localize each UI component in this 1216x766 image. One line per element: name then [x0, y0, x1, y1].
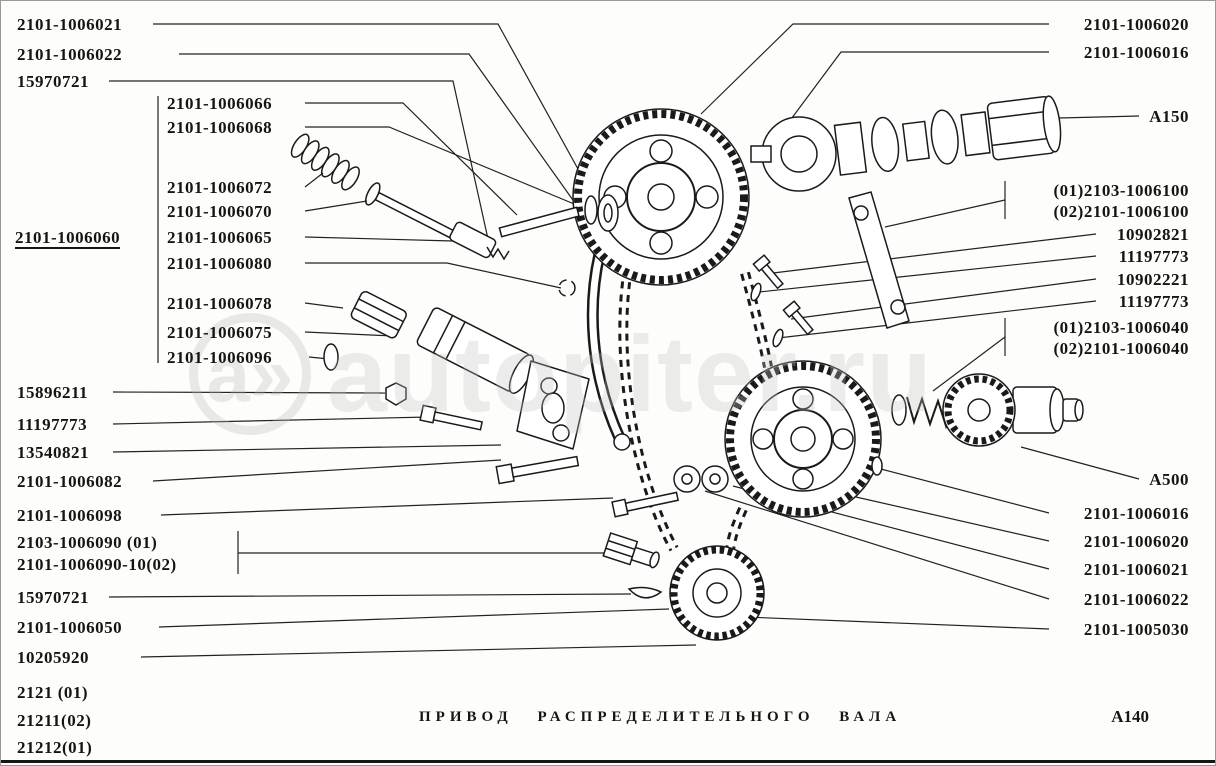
- part-label: 2101-1006022: [1083, 590, 1189, 609]
- diagram-drawing: [290, 95, 1084, 641]
- woodruff-key-drawing: [627, 586, 663, 599]
- part-label: 11197773: [1118, 292, 1189, 311]
- part-label: 2101-1006066: [167, 94, 273, 113]
- part-label: 2101-1006021: [1083, 560, 1189, 579]
- view-code-label: A500: [1149, 470, 1189, 489]
- part-label: 2103-1006090 (01): [17, 533, 158, 552]
- view-code-label: A150: [1149, 107, 1189, 126]
- washer-drawing: [584, 195, 598, 225]
- part-label: 2101-1006050: [17, 618, 123, 637]
- part-label: 2101-1006070: [167, 202, 273, 221]
- part-label-group: 2101-1006060: [15, 228, 121, 249]
- part-label: 2101-1006021: [17, 15, 123, 34]
- camshaft-sprocket-drawing: [572, 108, 750, 286]
- part-label: 2101-1006020: [1083, 15, 1189, 34]
- camshaft-drawing: [750, 95, 1062, 192]
- tensioner-rod-drawing: [364, 182, 459, 241]
- part-label: 2101-1006075: [167, 323, 273, 342]
- part-label: (02)2101-1006040: [1053, 339, 1189, 358]
- part-label: 10902821: [1117, 225, 1189, 244]
- model-code-label: 21211(02): [17, 711, 92, 730]
- part-label: 2101-1006065: [167, 228, 273, 247]
- part-label: 11197773: [17, 415, 88, 434]
- tensioner-stud-drawing: [498, 206, 580, 238]
- part-label: 15970721: [17, 72, 89, 91]
- part-label: 11197773: [1118, 247, 1189, 266]
- part-label: 2101-1006022: [17, 45, 123, 64]
- part-label: 2101-1006072: [167, 178, 273, 197]
- part-label: 15970721: [17, 588, 89, 607]
- part-label: (01)2103-1006100: [1053, 181, 1189, 200]
- part-label: 10205920: [17, 648, 89, 667]
- part-label: 2101-1006068: [167, 118, 273, 137]
- bolt-drawing: [419, 404, 484, 431]
- tensioner-body-drawing: [416, 307, 535, 394]
- sheet-code: A140: [1111, 707, 1149, 726]
- part-label: 2101-1006016: [1083, 43, 1189, 62]
- part-label: 2101-1006078: [167, 294, 273, 313]
- washers-drawing: [673, 465, 729, 493]
- flange-bolt-drawing: [495, 455, 580, 485]
- part-label: 2101-1006082: [17, 472, 123, 491]
- mounting-plate-drawing: [516, 360, 590, 450]
- plunger-spring-drawing: [486, 246, 510, 261]
- mount-bolts-drawing: [750, 254, 814, 348]
- model-code-label: 2121 (01): [17, 683, 89, 702]
- tensioner-spring-drawing: [290, 133, 360, 191]
- small-bolt-drawing: [611, 491, 680, 518]
- oil-pump-drive-gear-drawing: [871, 373, 1084, 476]
- tensioner-plunger-drawing: [449, 221, 497, 259]
- tensioner-washer-drawing: [323, 343, 339, 371]
- part-label: 13540821: [17, 443, 89, 462]
- large-washer-drawing: [597, 194, 619, 232]
- model-code-label: 21212(01): [17, 738, 93, 757]
- part-label: 10902221: [1117, 270, 1189, 289]
- part-label: 15896211: [17, 383, 89, 402]
- chain-tensioner-bracket-drawing: [848, 191, 910, 329]
- part-label: 2101-1006090-10(02): [17, 555, 177, 574]
- crankshaft-sprocket-drawing: [669, 545, 765, 641]
- part-label: 2101-1006020: [1083, 532, 1189, 551]
- part-label: 2101-1006080: [167, 254, 273, 273]
- circlip-drawing: [558, 279, 576, 297]
- part-label: (01)2103-1006040: [1053, 318, 1189, 337]
- part-label: 2101-1006098: [17, 506, 123, 525]
- part-label: 2101-1006096: [167, 348, 273, 367]
- sheet-bottom-rule: [1, 760, 1215, 763]
- auxiliary-drive-sprocket-drawing: [724, 360, 882, 518]
- nut-drawing: [385, 382, 407, 406]
- part-label: 2101-1005030: [1083, 620, 1189, 639]
- tensioner-nut-drawing: [350, 291, 407, 339]
- diagram-title: ПРИВОД РАСПРЕДЕЛИТЕЛЬНОГО ВАЛА: [419, 709, 902, 725]
- part-label: 2101-1006016: [1083, 504, 1189, 523]
- part-label: (02)2101-1006100: [1053, 202, 1189, 221]
- plug-valve-drawing: [602, 532, 660, 569]
